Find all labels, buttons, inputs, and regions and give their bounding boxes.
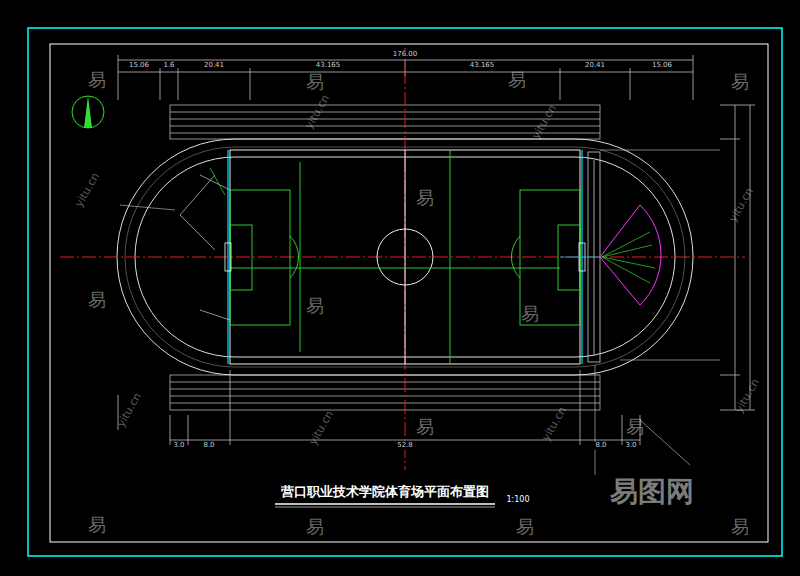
dimension-text: 20.41	[203, 62, 225, 70]
watermark: yitu.cn	[727, 186, 756, 224]
dimension-text: 15.06	[651, 62, 673, 70]
dimension-text: 52.8	[396, 442, 414, 450]
scale-text: 1:100	[506, 496, 529, 505]
watermark: 易	[88, 70, 106, 90]
watermark: 易	[306, 517, 324, 537]
watermark: 易	[88, 515, 106, 535]
dimension-text: 3.0	[624, 442, 637, 450]
dimension-text: 43.165	[315, 62, 342, 70]
watermark: 易	[416, 188, 434, 208]
watermark: 易	[306, 296, 324, 316]
dimension-text: 8.0	[202, 442, 215, 450]
watermark: 易	[731, 72, 749, 92]
watermark: 易	[516, 517, 534, 537]
dimension-text: 3.0	[172, 442, 185, 450]
watermark: 易	[416, 417, 434, 437]
watermark: 易	[731, 517, 749, 537]
watermark: yitu.cn	[307, 409, 336, 447]
watermark: yitu.cn	[540, 405, 569, 443]
watermark: 易	[626, 417, 644, 437]
watermark: 易	[508, 70, 526, 90]
watermark: yitu.cn	[73, 171, 102, 209]
drawing-title: 营口职业技术学院体育场平面布置图	[279, 485, 491, 499]
dimension-text: 176.00	[392, 51, 419, 59]
watermark: 易	[88, 290, 106, 310]
watermark-logo: 易图网	[610, 477, 694, 508]
dimension-text: 8.0	[594, 442, 607, 450]
watermark: 易	[306, 72, 324, 92]
dimension-text: 20.41	[584, 62, 606, 70]
watermark: yitu.cn	[733, 377, 762, 415]
dimension-text: 15.06	[128, 62, 150, 70]
watermark: yitu.cn	[530, 103, 559, 141]
dimension-text: 43.165	[469, 62, 496, 70]
watermark: yitu.cn	[115, 391, 144, 429]
dimension-text: 1.6	[162, 62, 175, 70]
watermark: 易	[521, 304, 539, 324]
